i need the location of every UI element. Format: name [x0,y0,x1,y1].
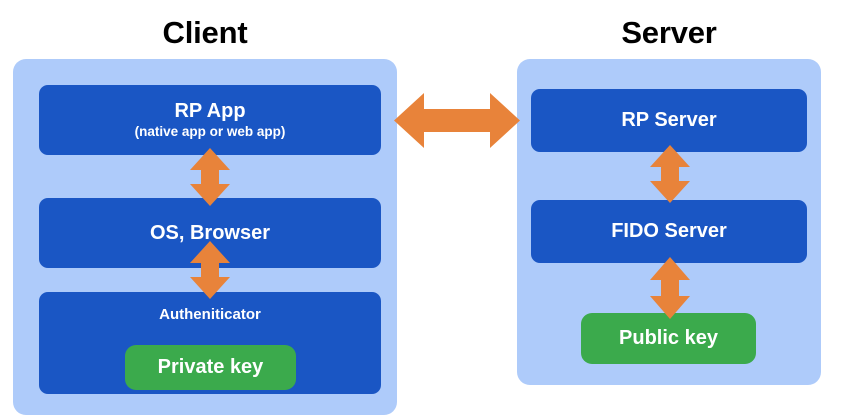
node-rp-app-subtitle: (native app or web app) [134,124,286,139]
node-rp-app-title: RP App [174,100,246,122]
node-rp-server[interactable]: RP Server [531,89,807,152]
arrow-client-server [394,91,520,150]
node-fido-server-title: FIDO Server [611,220,727,242]
arrow-rp-server-fido-server [648,145,692,203]
node-rp-app[interactable]: RP App (native app or web app) [39,85,381,155]
arrow-rp-app-os-browser [188,148,232,206]
node-fido-server[interactable]: FIDO Server [531,200,807,263]
server-column-title: Server [621,15,717,50]
arrow-os-browser-authenticator [188,241,232,299]
private-key-box[interactable]: Private key [125,345,296,390]
private-key-label: Private key [157,356,264,378]
node-authenticator-title: Autheniticator [159,306,261,323]
node-os-browser-title: OS, Browser [149,221,271,244]
node-rp-server-title: RP Server [621,109,717,131]
arrow-fido-server-public-key [648,257,692,319]
public-key-label: Public key [619,327,718,349]
public-key-box[interactable]: Public key [581,313,756,364]
client-column-title: Client [162,15,248,50]
